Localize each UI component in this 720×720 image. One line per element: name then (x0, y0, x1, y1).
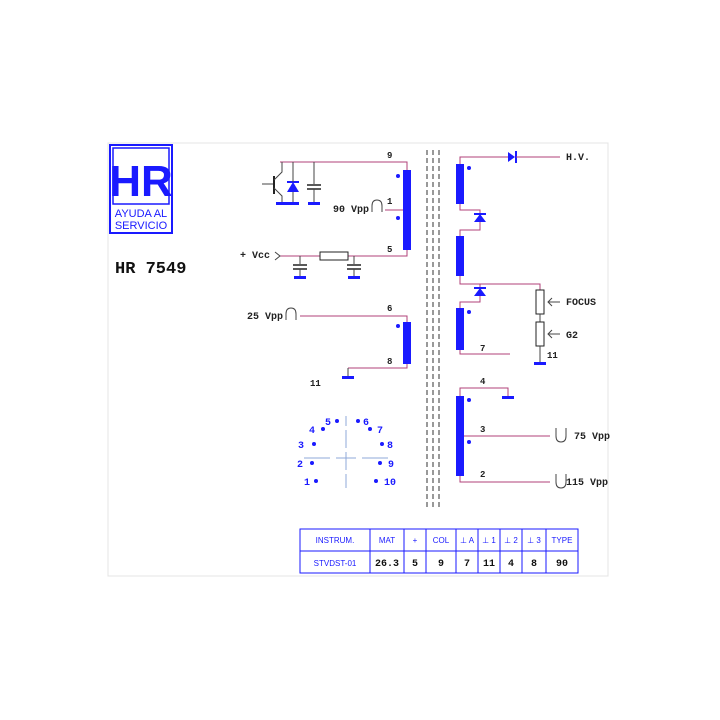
table-value-cell: 5 (412, 559, 418, 570)
table-value-cell: STVDST-01 (314, 559, 357, 568)
base-pin-label: 6 (363, 418, 369, 429)
base-pin-label: 3 (298, 441, 304, 452)
table-header-cell: MAT (379, 536, 395, 545)
base-pin-label: 2 (297, 460, 303, 471)
table-header-cell: ⊥ 2 (504, 536, 518, 545)
pin-4: 4 (480, 377, 486, 387)
base-pin-label: 1 (304, 478, 310, 489)
vcc-arrow-icon (274, 251, 281, 261)
base-pin-label: 4 (309, 426, 315, 437)
label-hv: H.V. (566, 153, 590, 164)
base-pin-label: 5 (325, 418, 331, 429)
pin-3: 3 (480, 425, 485, 435)
label-g2: G2 (566, 331, 578, 342)
table-value-cell: 26.3 (375, 559, 399, 570)
table-header-cell: ⊥ 1 (482, 536, 496, 545)
table-value-cell: 8 (531, 559, 537, 570)
table-header-cell: INSTRUM. (316, 536, 355, 545)
base-pin-dot (378, 461, 382, 465)
table-value-cell: 90 (556, 559, 568, 570)
logo-line2: SERVICIO (115, 220, 168, 232)
pin-11-left: 11 (310, 379, 321, 389)
table-value-cell: 7 (464, 559, 470, 570)
table-header-cell: TYPE (552, 536, 573, 545)
base-pin-dot (310, 461, 314, 465)
base-pinout (304, 416, 388, 488)
table-header-cell: + (413, 536, 418, 545)
base-pin-dot (321, 427, 325, 431)
sheet-frame (107, 142, 609, 577)
secondary-winding (456, 387, 567, 489)
base-pin-dot (368, 427, 372, 431)
label-focus: FOCUS (566, 298, 596, 309)
base-pin-dot (314, 479, 318, 483)
table-value-cell: 11 (483, 559, 495, 570)
hv-windings (456, 151, 560, 365)
table-value-cell: 9 (438, 559, 444, 570)
pin-11-right: 11 (547, 351, 558, 361)
vcc-filter (293, 251, 361, 279)
pin-7: 7 (480, 344, 485, 354)
table-value-cell: 4 (508, 559, 514, 570)
base-pin-dot (374, 479, 378, 483)
base-pin-label: 8 (387, 441, 393, 452)
pin-1: 1 (387, 197, 393, 207)
base-pin-label: 9 (388, 460, 394, 471)
base-pin-dot (356, 419, 360, 423)
transistor-stage (262, 162, 321, 205)
hr-logo: HR AYUDA AL SERVICIO (109, 144, 173, 234)
base-pin-dot (335, 419, 339, 423)
pulse-25vpp-icon (285, 307, 297, 320)
winding-6-8 (300, 315, 411, 379)
base-pin-group: 12 345 678 9 10 (297, 418, 396, 489)
pin-9: 9 (387, 151, 392, 161)
table-header-cell: COL (433, 536, 450, 545)
logo-mark: HR (109, 157, 173, 206)
base-pin-dot (380, 442, 384, 446)
pin-6: 6 (387, 304, 392, 314)
pin-8: 8 (387, 357, 392, 367)
logo-line1: AYUDA AL (115, 208, 167, 220)
pin-2: 2 (480, 470, 485, 480)
model-number: HR 7549 (115, 260, 186, 279)
label-vcc: + Vcc (240, 251, 270, 262)
label-75vpp: 75 Vpp (574, 432, 610, 443)
table-header-cell: ⊥ A (460, 536, 475, 545)
label-115vpp: 115 Vpp (566, 478, 608, 489)
label-90vpp: 90 Vpp (333, 205, 369, 216)
transformer-core (426, 150, 440, 510)
pulse-90vpp-icon (371, 199, 383, 212)
base-pin-label: 7 (377, 426, 383, 437)
table-header-cell: ⊥ 3 (527, 536, 541, 545)
spec-table: INSTRUM. STVDST-01 MAT 26.3 +5 COL 9 ⊥ A 7 ⊥ 1 11 ⊥… (299, 528, 579, 574)
pin-5: 5 (387, 245, 392, 255)
label-25vpp: 25 Vpp (247, 312, 283, 323)
base-pin-label: 10 (384, 478, 396, 489)
base-pin-dot (312, 442, 316, 446)
